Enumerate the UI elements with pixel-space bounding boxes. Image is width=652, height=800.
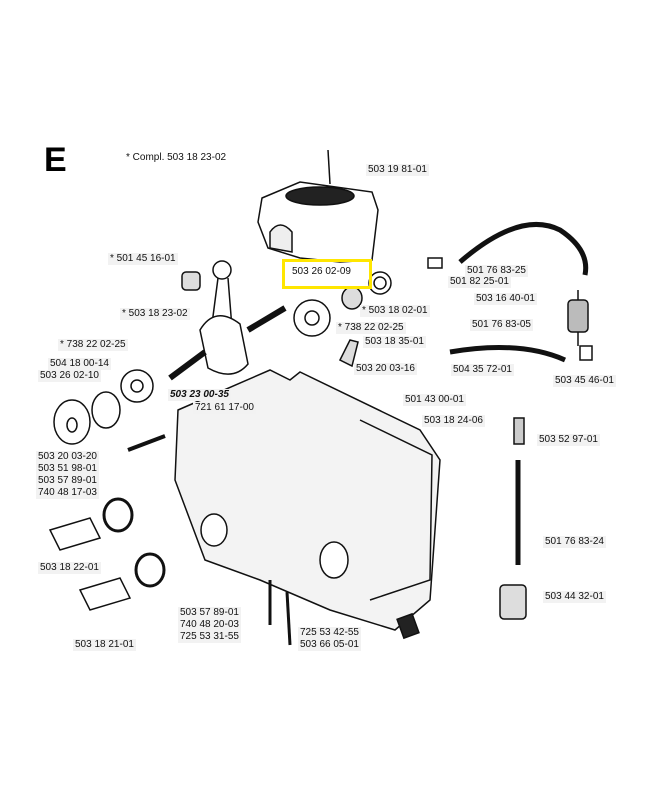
part-label[interactable]: 503 18 35-01 xyxy=(363,336,426,348)
part-label[interactable]: 503 66 05-01 xyxy=(298,639,361,651)
part-label[interactable]: 503 52 97-01 xyxy=(537,434,600,446)
part-label[interactable]: * 501 45 16-01 xyxy=(108,253,178,265)
fuel-hoses xyxy=(268,221,593,646)
part-label[interactable]: * 738 22 02-25 xyxy=(58,339,128,351)
part-label[interactable]: 501 43 00-01 xyxy=(403,394,466,406)
part-label[interactable]: * 503 18 02-01 xyxy=(360,305,430,317)
highlight-box xyxy=(282,259,372,289)
part-label[interactable]: 721 61 17-00 xyxy=(193,402,256,414)
part-label[interactable]: 503 20 03-20 xyxy=(36,451,99,463)
part-label[interactable]: 503 57 89-01 xyxy=(178,607,241,619)
part-label[interactable]: 501 76 83-24 xyxy=(543,536,606,548)
part-label[interactable]: * 738 22 02-25 xyxy=(336,322,406,334)
part-label[interactable]: 501 82 25-01 xyxy=(448,276,511,288)
part-label[interactable]: 503 19 81-01 xyxy=(366,164,429,176)
part-label[interactable]: 503 18 24-06 xyxy=(422,415,485,427)
part-label[interactable]: 503 51 98-01 xyxy=(36,463,99,475)
part-label[interactable]: 503 16 40-01 xyxy=(474,293,537,305)
crankshaft-part xyxy=(168,260,287,381)
part-label[interactable]: 503 45 46-01 xyxy=(553,375,616,387)
bearings xyxy=(53,271,392,445)
part-label[interactable]: 503 20 03-16 xyxy=(354,363,417,375)
part-label[interactable]: 503 57 89-01 xyxy=(36,475,99,487)
part-label[interactable]: 740 48 20-03 xyxy=(178,619,241,631)
part-label[interactable]: 501 76 83-05 xyxy=(470,319,533,331)
part-label[interactable]: 503 26 02-10 xyxy=(38,370,101,382)
part-label[interactable]: 501 76 83-25 xyxy=(465,265,528,277)
part-label[interactable]: 503 18 21-01 xyxy=(73,639,136,651)
part-label[interactable]: 725 53 31-55 xyxy=(178,631,241,643)
part-label[interactable]: 740 48 17-03 xyxy=(36,487,99,499)
part-label[interactable]: 504 18 00-14 xyxy=(48,358,111,370)
drain-plugs xyxy=(48,434,166,611)
crankcase-part xyxy=(174,339,441,631)
part-label[interactable]: 725 53 42-55 xyxy=(298,627,361,639)
cylinder-part xyxy=(257,149,379,263)
section-letter: E xyxy=(44,141,67,179)
part-label[interactable]: 503 44 32-01 xyxy=(543,591,606,603)
part-label[interactable]: 504 35 72-01 xyxy=(451,364,514,376)
part-label-highlighted[interactable]: 503 26 02-09 xyxy=(292,266,351,277)
part-label[interactable]: 503 18 22-01 xyxy=(38,562,101,574)
complete-assembly-note: * Compl. 503 18 23-02 xyxy=(126,152,227,163)
part-label-bold[interactable]: 503 23 00-35 xyxy=(168,389,231,401)
part-label[interactable]: * 503 18 23-02 xyxy=(120,308,190,320)
